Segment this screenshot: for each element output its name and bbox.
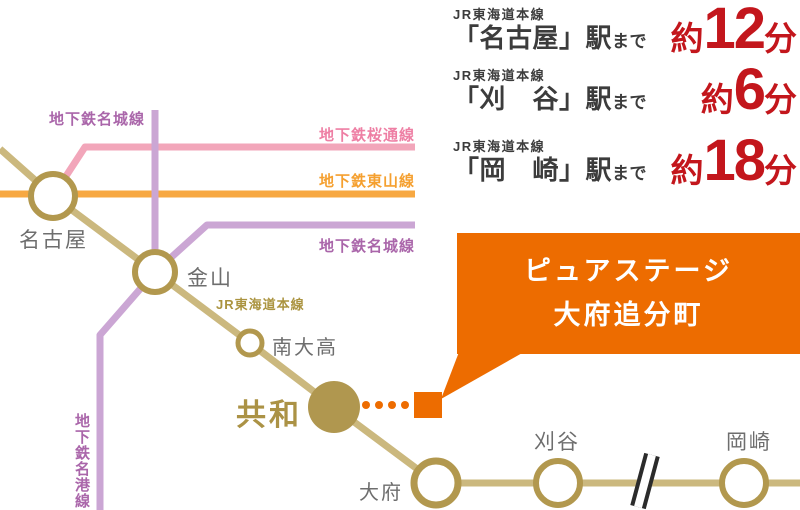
time-prefix: 約 [670, 19, 704, 57]
station-label-obu: 大府 [359, 482, 403, 504]
station-circle-minami-odaka [235, 328, 265, 358]
meiko-line [96, 269, 158, 510]
jr-tokaido-line-label: JR東海道本線 [216, 297, 305, 312]
time-minutes: 6 [733, 57, 766, 122]
property-name-line1: ピュアステージ [524, 256, 733, 287]
suffix-text: まで [612, 163, 648, 183]
suffix-text: まで [612, 92, 648, 112]
meiko-line-label: 地下鉄名港線 [73, 413, 90, 509]
time-unit: 分 [764, 80, 797, 118]
line-break-slash-fill [634, 453, 656, 509]
property-callout: ピュアステージ 大府追分町 [457, 233, 800, 354]
station-circle-kyowa [308, 381, 360, 433]
property-name-line2: 大府追分町 [553, 299, 704, 330]
time-unit: 分 [764, 19, 797, 57]
station-text: 「名古屋」駅 [453, 22, 613, 53]
station-label-kariya: 刈谷 [534, 430, 580, 454]
station-label-kanayama: 金山 [187, 266, 233, 290]
access-row-line-name: JR東海道本線 [453, 6, 546, 22]
time-prefix: 約 [670, 151, 704, 189]
higashiyama-line-label: 地下鉄東山線 [318, 173, 415, 190]
station-text: 「刈 谷」駅 [453, 83, 613, 114]
station-circle-kariya [533, 458, 583, 508]
access-row-line-name: JR東海道本線 [453, 138, 546, 154]
access-row-station-name: 「刈 谷」駅まで [453, 83, 648, 114]
station-circle-kanayama [132, 249, 178, 295]
suffix-text: まで [612, 31, 648, 51]
route-dot [401, 401, 409, 409]
time-minutes: 18 [703, 128, 765, 193]
station-label-kyowa: 共和 [236, 399, 302, 432]
callout-tail [441, 352, 524, 399]
meijo-line-branch [152, 221, 415, 275]
access-row-destination: JR東海道本線 「刈 谷」駅まで [453, 65, 647, 113]
station-label-minami-odaka: 南大高 [272, 337, 338, 359]
meijo-line-top-label: 地下鉄名城線 [48, 111, 145, 128]
route-dot [375, 401, 383, 409]
sakuradori-line-label: 地下鉄桜通線 [318, 127, 415, 144]
access-row-destination: JR東海道本線 「岡 崎」駅まで [453, 136, 647, 184]
station-circle-nagoya [28, 171, 78, 221]
route-dots [362, 401, 409, 409]
access-row-destination: JR東海道本線 「名古屋」駅まで [453, 4, 647, 52]
station-label-nagoya: 名古屋 [19, 228, 88, 252]
access-row-station-name: 「岡 崎」駅まで [453, 154, 648, 185]
station-text: 「岡 崎」駅 [453, 154, 613, 185]
station-circle-obu [410, 457, 462, 509]
time-unit: 分 [764, 151, 797, 189]
station-circle-okazaki [719, 458, 769, 508]
route-dot [362, 401, 370, 409]
route-dot [388, 401, 396, 409]
access-row-line-name: JR東海道本線 [453, 67, 546, 83]
station-label-okazaki: 岡崎 [726, 430, 772, 454]
time-prefix: 約 [700, 80, 734, 118]
meijo-line-lower-label: 地下鉄名城線 [318, 238, 415, 255]
access-row-station-name: 「名古屋」駅まで [453, 22, 648, 53]
line-break-slash [630, 452, 660, 510]
time-minutes: 12 [703, 0, 765, 61]
property-marker-square [414, 392, 442, 418]
